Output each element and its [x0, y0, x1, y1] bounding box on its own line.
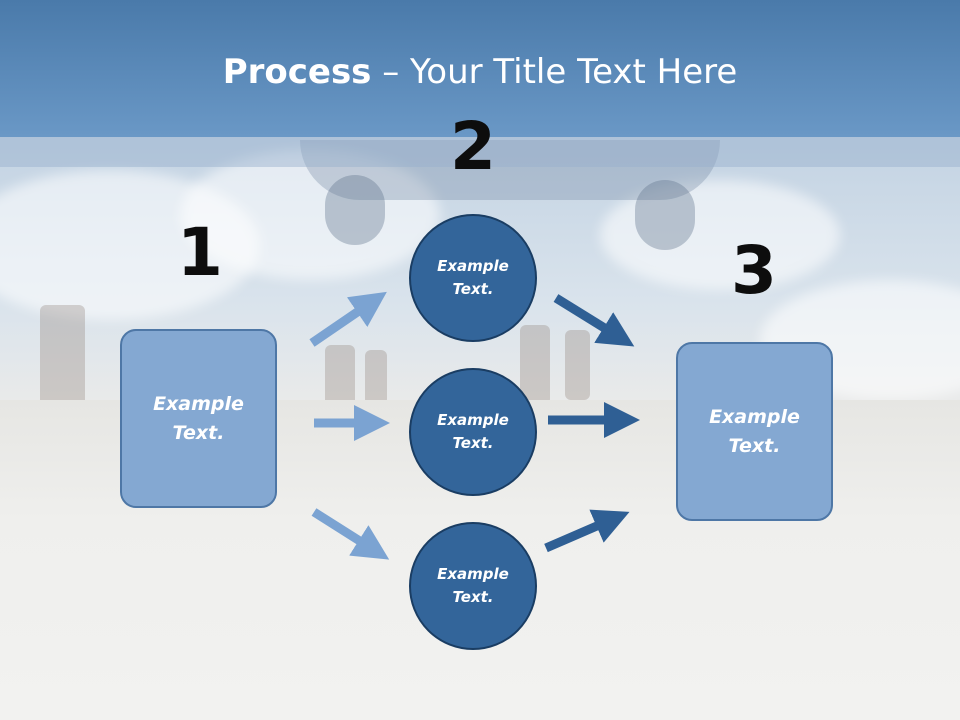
step-1-text: Example Text.	[153, 392, 244, 444]
step-2-circle-middle: Example Text.	[409, 368, 537, 496]
step-3-box: Example Text.	[676, 342, 833, 521]
step-number-1: 1	[177, 214, 223, 291]
step-3-text: Example Text.	[709, 405, 800, 457]
step-2-text-bottom: Example Text.	[437, 565, 509, 606]
title-rest: – Your Title Text Here	[371, 52, 738, 92]
step-2-circle-top: Example Text.	[409, 214, 537, 342]
step-number-2: 2	[450, 108, 496, 185]
step-1-box: Example Text.	[120, 329, 277, 508]
arrow-2c-to-3	[544, 509, 630, 553]
title-bar-shadow	[0, 137, 960, 167]
title-bar	[0, 0, 960, 137]
arrow-1-to-2a	[309, 291, 387, 347]
step-2-circle-bottom: Example Text.	[409, 522, 537, 650]
step-2-text-middle: Example Text.	[437, 411, 509, 452]
step-number-3: 3	[731, 232, 777, 309]
arrow-2a-to-3	[553, 294, 635, 347]
title-bold: Process	[222, 52, 372, 92]
step-2-text-top: Example Text.	[437, 257, 509, 298]
arrow-1-to-2c	[311, 508, 390, 560]
slide-title: Process – Your Title Text Here	[0, 52, 960, 92]
